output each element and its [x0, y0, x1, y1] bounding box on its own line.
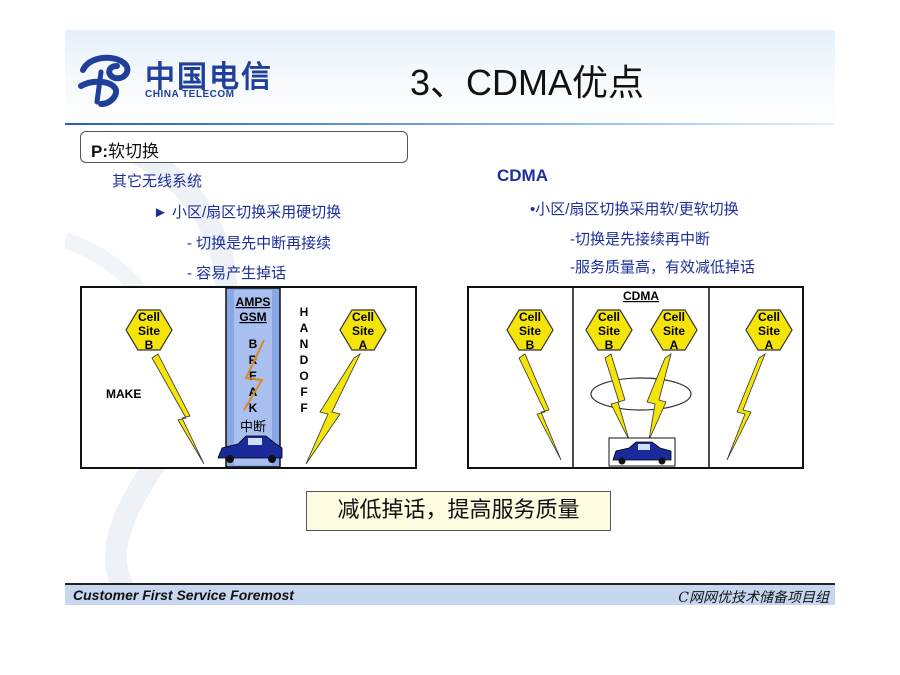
- cell-b-line3: B: [145, 338, 154, 352]
- cell-ar-line2: Site: [758, 324, 780, 338]
- cell-bm-line1: Cell: [598, 310, 620, 324]
- cell-a-line1: Cell: [352, 310, 374, 324]
- cell-site-a-right-hex: [745, 309, 793, 351]
- left-sub2: - 容易产生掉话: [187, 265, 287, 282]
- handoff-letter: N: [300, 337, 309, 351]
- slide-title: 3、CDMA优点: [410, 62, 645, 103]
- gsm-label: GSM: [239, 310, 266, 324]
- car-icon: [612, 441, 672, 465]
- cell-bl-line1: Cell: [519, 310, 541, 324]
- car-icon: [217, 435, 283, 463]
- handoff-letter: F: [300, 401, 307, 415]
- handoff-letter: D: [300, 353, 309, 367]
- cell-b-line2: Site: [138, 324, 160, 338]
- soft-handoff-ellipse: [590, 377, 692, 411]
- cell-site-b-mid-hex: [585, 309, 633, 351]
- cell-site-a-mid-hex: [650, 309, 698, 351]
- lightning-bl-icon: [518, 353, 562, 461]
- cdma-diagram-label: CDMA: [623, 289, 659, 303]
- cell-a-line3: A: [359, 338, 368, 352]
- broken-link-icon: [243, 339, 265, 411]
- lightning-a-icon: [305, 352, 361, 465]
- handoff-letter: F: [300, 385, 307, 399]
- logo-english-text: CHINA TELECOM: [145, 89, 235, 100]
- topic-prefix: P:: [91, 142, 108, 161]
- handoff-letter: O: [299, 369, 308, 383]
- break-letter: B: [249, 337, 258, 351]
- soft-handoff-diagram: CDMA Cell Site B Cell Site B Cell Site A…: [467, 286, 804, 469]
- break-cn-label: 中断: [240, 419, 266, 434]
- cell-a-line2: Site: [352, 324, 374, 338]
- make-label: MAKE: [106, 387, 141, 401]
- left-heading: 其它无线系统: [112, 173, 203, 190]
- cell-bl-line3: B: [526, 338, 535, 352]
- handoff-letter: A: [300, 321, 309, 335]
- china-telecom-logo: 中国电信 CHINA TELECOM: [75, 52, 275, 112]
- lightning-bm-icon: [604, 353, 630, 441]
- right-sub2: -服务质量高，有效减低掉话: [570, 259, 755, 276]
- cell-site-a-hex: [339, 309, 387, 351]
- cell-site-b-hex: [125, 309, 173, 351]
- cell-am-line1: Cell: [663, 310, 685, 324]
- break-letter: K: [249, 401, 258, 415]
- cell-bm-line2: Site: [598, 324, 620, 338]
- handoff-letter: H: [300, 305, 309, 319]
- right-sub1: -切换是先接续再中断: [570, 231, 710, 248]
- header-divider: [65, 123, 835, 125]
- cell-ar-line3: A: [765, 338, 774, 352]
- header-band: [65, 30, 835, 125]
- cell-b-line1: Cell: [138, 310, 160, 324]
- hard-handoff-svg: Cell Site B Cell Site A AMPS GSM B R E A…: [106, 287, 387, 468]
- summary-box: 减低掉话，提高服务质量: [306, 491, 611, 531]
- footer-slogan: Customer First Service Foremost: [73, 587, 294, 603]
- lightning-am-icon: [646, 353, 672, 441]
- logo-chinese-text: 中国电信: [145, 60, 273, 95]
- left-sub1: - 切换是先中断再接续: [187, 235, 332, 252]
- break-letter: A: [249, 385, 258, 399]
- hard-handoff-diagram: Cell Site B Cell Site A AMPS GSM B R E A…: [80, 286, 417, 469]
- break-letter: R: [249, 353, 258, 367]
- lightning-ar-icon: [726, 352, 766, 461]
- telecom-swirl-icon: [78, 54, 131, 107]
- break-letter: E: [249, 369, 257, 383]
- footer-group: C网网优技术储备项目组: [678, 590, 829, 606]
- right-heading: CDMA: [497, 166, 548, 185]
- soft-handoff-svg: CDMA Cell Site B Cell Site B Cell Site A…: [506, 288, 793, 467]
- right-bullet: •小区/扇区切换采用软/更软切换: [530, 201, 739, 218]
- topic-box: P:软切换: [80, 131, 408, 163]
- cell-am-line2: Site: [663, 324, 685, 338]
- slide: 中国电信 CHINA TELECOM 3、CDMA优点 P:软切换 其它无线系统…: [65, 30, 835, 610]
- footer-band: Customer First Service Foremost C网网优技术储备…: [65, 583, 835, 606]
- cell-am-line3: A: [670, 338, 679, 352]
- left-bullet: ► 小区/扇区切换采用硬切换: [153, 204, 342, 221]
- cell-bm-line3: B: [605, 338, 614, 352]
- topic-label: 软切换: [108, 142, 159, 161]
- lightning-b-icon: [151, 353, 205, 465]
- cell-ar-line1: Cell: [758, 310, 780, 324]
- cell-site-b-left-hex: [506, 309, 554, 351]
- amps-label: AMPS: [236, 295, 271, 309]
- cell-bl-line2: Site: [519, 324, 541, 338]
